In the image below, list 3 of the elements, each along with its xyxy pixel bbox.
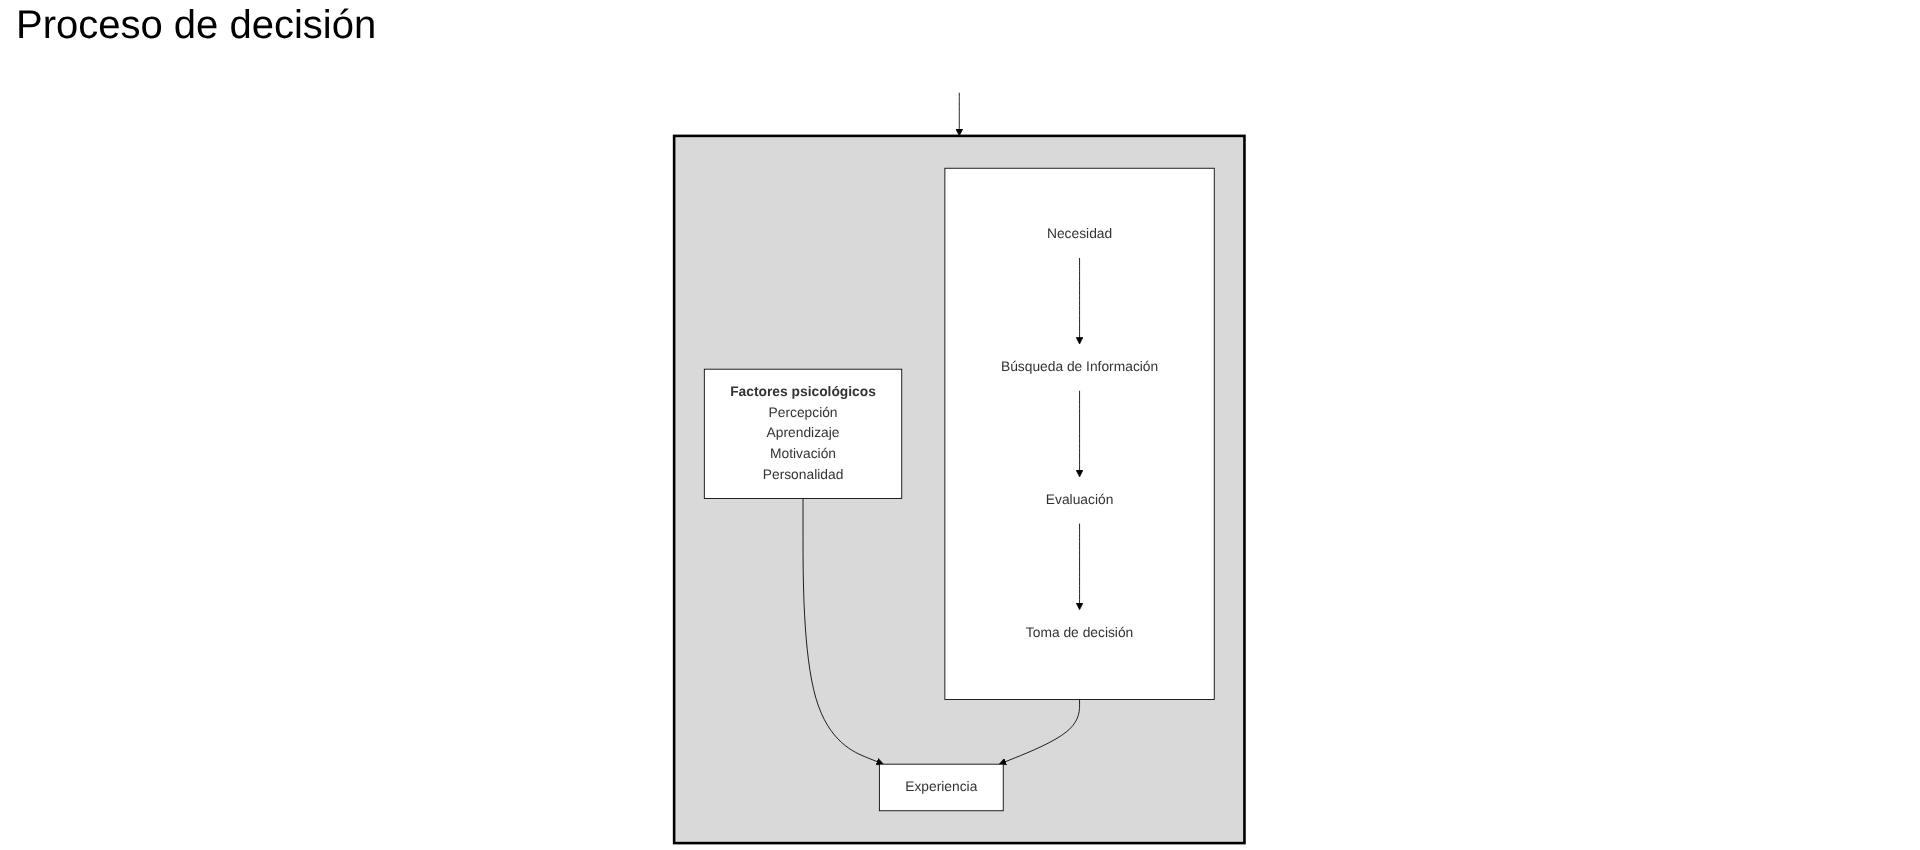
- cluster: [673, 134, 1247, 845]
- diagram-title: Proceso de decisión: [16, 4, 377, 50]
- cluster: [945, 167, 1216, 700]
